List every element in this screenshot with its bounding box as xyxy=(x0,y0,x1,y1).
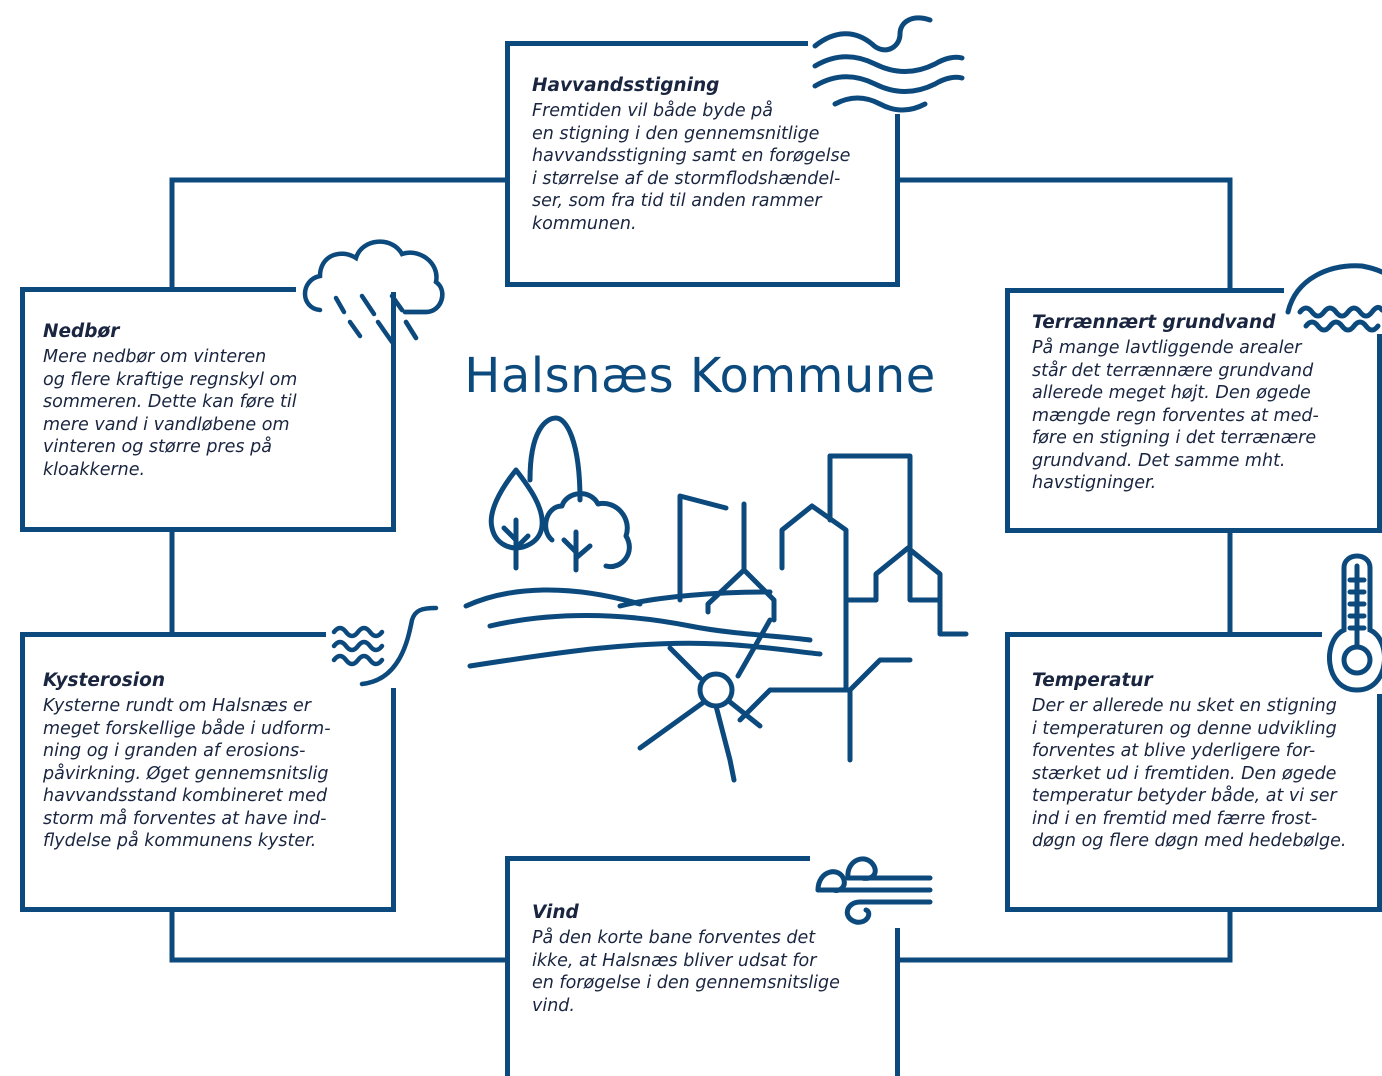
temperatur-text: Der er allerede nu sket en stigning i te… xyxy=(1032,696,1347,851)
nedbor-text: Mere nedbør om vinteren og flere kraftig… xyxy=(43,347,298,480)
havvandsstigning-text: Fremtiden vil både byde på en stigning i… xyxy=(532,101,851,234)
havvandsstigning-heading: Havvandsstigning xyxy=(532,75,720,96)
box-temperatur: Temperatur Der er allerede nu sket en st… xyxy=(1005,632,1382,912)
connector-bottom-left xyxy=(169,910,505,963)
box-nedbor: Nedbør Mere nedbør om vinteren og flere … xyxy=(20,287,396,532)
vind-text: På den korte bane forventes det ikke, at… xyxy=(532,928,840,1016)
connector-bottom-right xyxy=(898,910,1233,963)
box-havvandsstigning: Havvandsstigning Fremtiden vil både byde… xyxy=(505,41,900,287)
box-vind: Vind På den korte bane forventes det ikk… xyxy=(505,856,900,1076)
kysterosion-heading: Kysterosion xyxy=(43,670,166,691)
page-title: Halsnæs Kommune xyxy=(464,348,936,404)
temperatur-heading: Temperatur xyxy=(1032,670,1153,691)
grundvand-text: På mange lavtliggende arealer står det t… xyxy=(1032,338,1319,493)
vind-heading: Vind xyxy=(532,902,579,923)
town-landscape-icon xyxy=(463,415,969,783)
kysterosion-text: Kysterne rundt om Halsnæs er meget forsk… xyxy=(43,696,331,851)
nedbor-heading: Nedbør xyxy=(43,321,120,342)
box-kysterosion: Kysterosion Kysterne rundt om Halsnæs er… xyxy=(20,632,396,912)
connector-top-right xyxy=(898,177,1233,290)
connector-top-left xyxy=(169,177,505,290)
grundvand-heading: Terrænnært grundvand xyxy=(1032,312,1276,333)
box-terraennaert-grundvand: Terrænnært grundvand På mange lavtliggen… xyxy=(1005,288,1382,533)
